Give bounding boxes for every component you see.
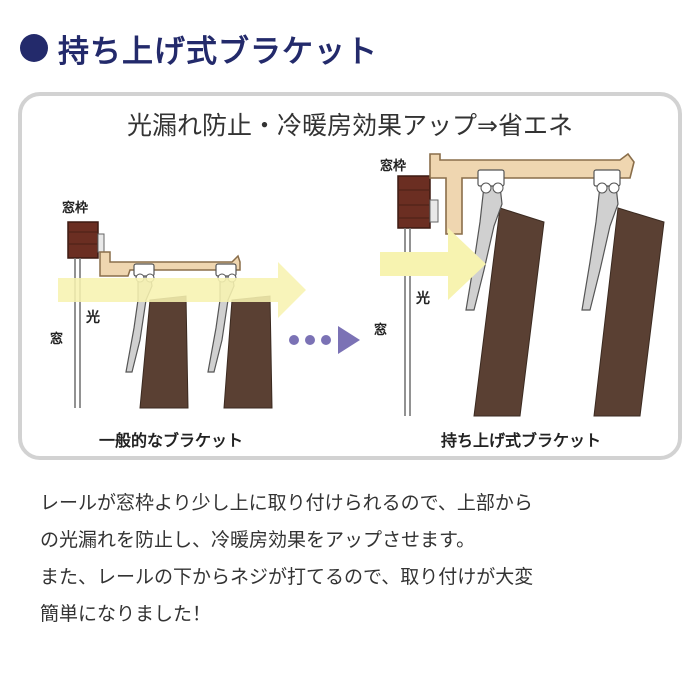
window-label-left: 窓 (50, 331, 63, 347)
page-title-text: 持ち上げ式ブラケット (58, 33, 378, 70)
description-line: レールが窓枠より少し上に取り付けられるので、上部から (40, 492, 533, 514)
description-line: の光漏れを防止し、冷暖房効果をアップさせます。 (40, 529, 476, 551)
description-line: また、レールの下からネジが打てるので、取り付けが大変 (40, 566, 534, 588)
window-label-right: 窓 (374, 322, 387, 338)
frame-label-right: 窓枠 (380, 158, 406, 174)
standard-bracket-illustration: 窓枠 光 窓 一般的なブラケット (50, 200, 306, 450)
page-title: 持ち上げ式ブラケット (20, 26, 378, 70)
curtain-right-1 (465, 169, 545, 417)
bracket-comparison-diagram: 窓枠 光 窓 一般的なブラケット (50, 152, 665, 450)
window-frame-right (397, 175, 431, 229)
caption-lifted-bracket: 持ち上げ式ブラケット (441, 431, 601, 450)
panel-heading: 光漏れ防止・冷暖房効果アップ⇒省エネ (127, 111, 573, 140)
description-text: レールが窓枠より少し上に取り付けられるので、上部から の光漏れを防止し、冷暖房効… (40, 485, 680, 633)
light-arrow-icon (380, 228, 486, 300)
light-arrow-icon (58, 262, 306, 318)
dots-arrow-icon (289, 326, 360, 354)
bullet-dot-icon (20, 34, 48, 62)
curtain-right-2 (581, 169, 665, 417)
description-line: 簡単になりました！ (40, 603, 212, 625)
light-label-right: 光 (415, 290, 430, 307)
caption-standard-bracket: 一般的なブラケット (99, 431, 243, 450)
frame-label-left: 窓枠 (62, 200, 88, 216)
window-frame-left (67, 221, 105, 259)
light-label-left: 光 (85, 309, 100, 326)
lifted-bracket-illustration: 窓枠 光 窓 持ち上げ式ブラケット (374, 152, 665, 450)
